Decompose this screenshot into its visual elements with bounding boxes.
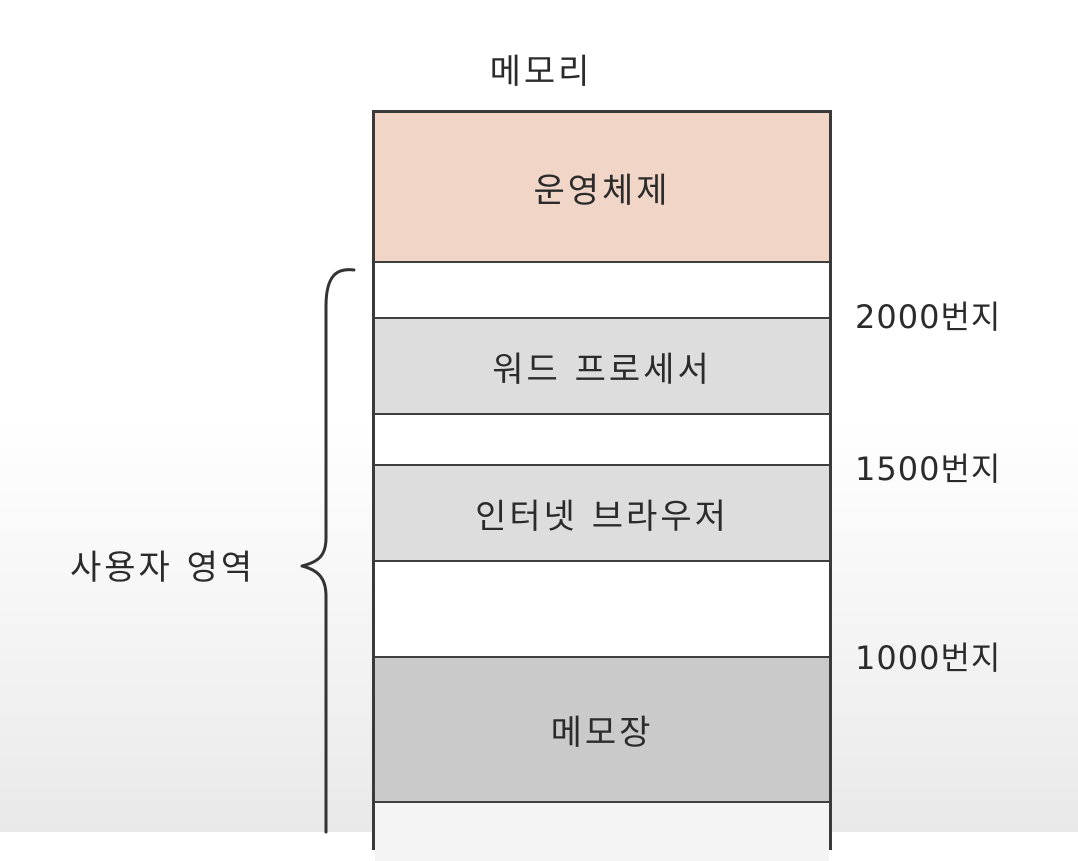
memory-column: 운영체제 워드 프로세서 인터넷 브라우저 메모장 [372,110,832,861]
notepad-block: 메모장 [375,656,829,803]
word-processor-label: 워드 프로세서 [492,349,712,390]
bottom-block [375,801,829,861]
user-region-label: 사용자 영역 [70,548,256,588]
address-1000-label: 1000번지 [855,639,1002,677]
address-1500-label: 1500번지 [855,450,1002,488]
memory-title: 메모리 [489,52,593,92]
address-2000-label: 2000번지 [855,298,1002,336]
word-processor-block: 워드 프로세서 [375,317,829,415]
user-region-brace [300,268,356,834]
browser-block: 인터넷 브라우저 [375,464,829,562]
notepad-label: 메모장 [550,713,654,753]
os-block-label: 운영체제 [533,170,671,211]
os-block: 운영체제 [375,113,829,263]
browser-label: 인터넷 브라우저 [475,496,729,537]
